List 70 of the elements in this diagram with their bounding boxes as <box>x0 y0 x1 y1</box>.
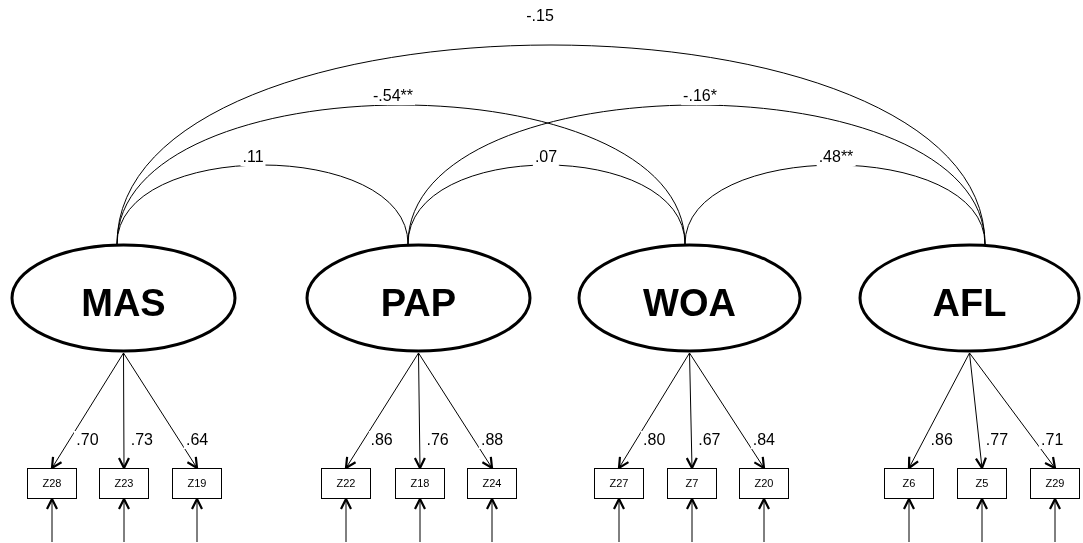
error-arrow <box>45 497 59 543</box>
factor-name: WOA <box>643 284 736 322</box>
latent-ellipse <box>858 243 1081 353</box>
indicator-name: Z28 <box>42 478 62 489</box>
correlation-arc <box>116 164 409 245</box>
edge-label: -.16* <box>681 87 719 105</box>
indicator-box <box>99 468 149 499</box>
edge-label: .11 <box>240 148 266 166</box>
indicator-name: Z20 <box>754 478 774 489</box>
indicator-box <box>667 468 717 499</box>
error-arrow <box>975 497 989 543</box>
indicator-box <box>594 468 644 499</box>
indicator-box <box>884 468 934 499</box>
error-arrow <box>117 497 131 543</box>
loading-arrow <box>689 352 766 470</box>
loading-arrow <box>969 352 1057 470</box>
error-arrow <box>902 497 916 543</box>
indicator-name: Z18 <box>410 478 430 489</box>
indicator-box <box>1030 468 1080 499</box>
loading-arrow <box>344 352 419 470</box>
indicator-box <box>172 468 222 499</box>
edge-label: -.54** <box>371 87 415 105</box>
error-arrow <box>413 497 427 543</box>
edge-label: .88 <box>478 431 506 449</box>
error-arrow <box>339 497 353 543</box>
edge-label: .48** <box>816 148 856 166</box>
indicator-name: Z24 <box>482 478 502 489</box>
indicator-name: Z7 <box>685 478 699 489</box>
loading-arrow <box>907 352 970 470</box>
edge-label: .64 <box>183 431 211 449</box>
factor-name: AFL <box>932 284 1007 322</box>
loading-arrow <box>617 352 690 470</box>
indicator-name: Z22 <box>336 478 356 489</box>
correlation-arc <box>684 164 986 245</box>
correlation-arc <box>116 104 686 245</box>
loading-arrow <box>685 352 698 470</box>
factor-name: MAS <box>81 284 166 322</box>
latent-ellipse <box>577 243 802 353</box>
factor-name: PAP <box>380 284 457 322</box>
indicator-box <box>739 468 789 499</box>
loading-arrow <box>123 352 199 470</box>
indicator-box <box>957 468 1007 499</box>
indicator-name: Z29 <box>1045 478 1065 489</box>
error-arrow <box>685 497 699 543</box>
loading-arrow <box>413 352 426 470</box>
indicator-name: Z5 <box>975 478 989 489</box>
error-arrow <box>1048 497 1062 543</box>
error-arrow <box>757 497 771 543</box>
loading-arrow <box>50 352 124 470</box>
indicator-name: Z6 <box>902 478 916 489</box>
correlation-arc <box>407 104 986 245</box>
loading-arrow <box>418 352 494 470</box>
indicator-box <box>321 468 371 499</box>
error-arrow <box>485 497 499 543</box>
latent-ellipse <box>10 243 237 353</box>
indicator-box <box>395 468 445 499</box>
error-arrow <box>190 497 204 543</box>
indicator-box <box>467 468 517 499</box>
correlation-arc <box>407 164 686 245</box>
loading-arrow <box>969 352 987 470</box>
edge-label: .07 <box>532 148 560 166</box>
indicator-box <box>27 468 77 499</box>
error-arrow <box>612 497 626 543</box>
edge-label: .71 <box>1039 431 1066 449</box>
indicator-name: Z19 <box>187 478 207 489</box>
edge-label: .84 <box>750 431 777 449</box>
indicator-name: Z23 <box>114 478 134 489</box>
loading-arrow <box>117 352 131 470</box>
latent-ellipse <box>305 243 532 353</box>
indicator-name: Z27 <box>609 478 629 489</box>
